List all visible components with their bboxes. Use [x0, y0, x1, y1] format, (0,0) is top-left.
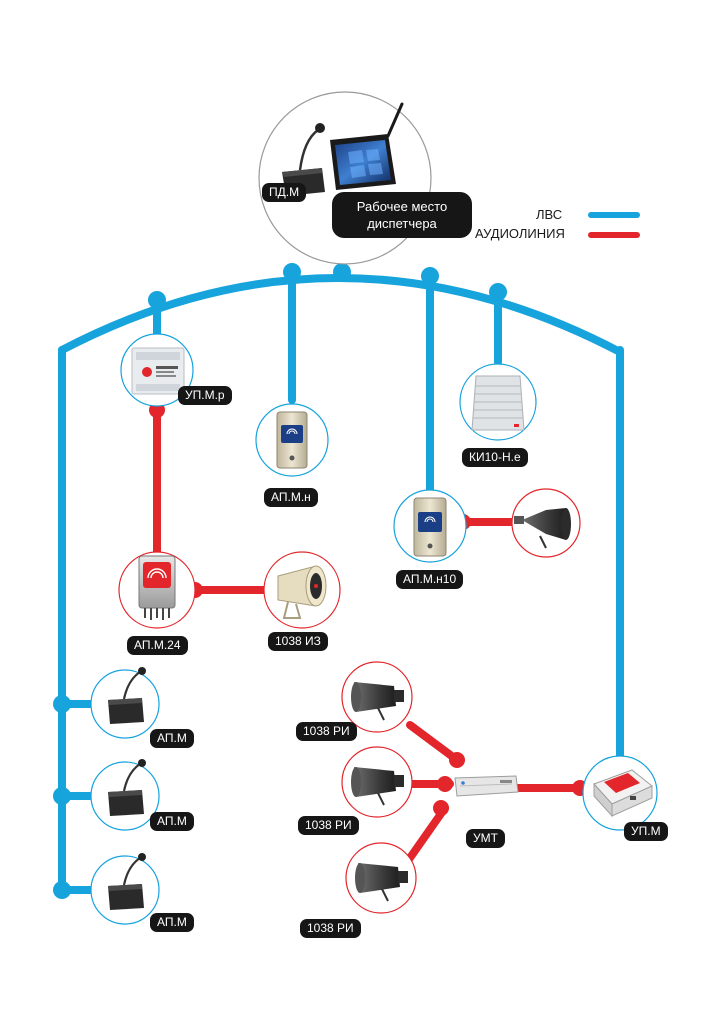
- label-ki10: КИ10-Н.е: [462, 448, 528, 467]
- umt-amplifier-icon: [454, 775, 519, 797]
- ap-m-n10-icon: [413, 497, 447, 557]
- legend-audio-label: АУДИОЛИНИЯ: [475, 226, 565, 241]
- audio-ri3-to-umt: [401, 804, 449, 869]
- label-umt: УМТ: [466, 829, 505, 848]
- audio-node: [449, 752, 465, 768]
- label-pd-m: ПД.М: [262, 183, 307, 202]
- ap-m-n-group: [255, 403, 329, 477]
- ap-m-2-group: [90, 759, 160, 831]
- ap-m-2-console-icon: [108, 759, 146, 816]
- lan-node: [421, 267, 439, 285]
- legend-audio-line: [588, 232, 640, 238]
- lan-node: [283, 263, 301, 281]
- audio-node: [437, 776, 453, 792]
- lan-node: [333, 263, 351, 281]
- label-ap-m-24: АП.М.24: [127, 636, 188, 655]
- horn-speaker-group: [511, 488, 581, 558]
- label-ap-m-n10: АП.М.н10: [396, 570, 464, 589]
- ap-m-3-console-icon: [108, 853, 146, 910]
- i1038-iz-group: [263, 551, 341, 629]
- ri-1-group: [341, 661, 413, 733]
- lan-node: [53, 881, 71, 899]
- legend-lan-label: ЛВС: [536, 207, 563, 222]
- label-up-m-r: УП.М.р: [178, 386, 232, 405]
- up-m-r-group: [120, 333, 194, 407]
- ri-3-horn-icon: [355, 863, 408, 902]
- horn-speaker-icon: [514, 508, 571, 549]
- legend-lan-line: [588, 212, 640, 218]
- label-1038-ri-2: 1038 РИ: [298, 816, 359, 835]
- label-ap-m-1: АП.М: [150, 729, 194, 748]
- ap-m-24-group: [118, 551, 196, 629]
- ap-m-1-group: [90, 667, 160, 739]
- up-m-group: [582, 755, 658, 831]
- lan-node: [489, 283, 507, 301]
- ap-m-n10-group: [393, 489, 467, 563]
- label-ap-m-2: АП.М: [150, 812, 194, 831]
- label-ap-m-n: АП.М.н: [264, 488, 318, 507]
- workstation-line1: Рабочее место: [356, 199, 448, 214]
- ap-m-n-icon: [276, 411, 308, 469]
- audio-nodes: [149, 402, 588, 816]
- ri-3-group: [345, 842, 417, 914]
- workstation-group: [258, 91, 432, 265]
- audio-ri1-to-umt: [406, 721, 461, 764]
- lan-node: [148, 291, 166, 309]
- lan-nodes: [53, 263, 507, 899]
- up-m-r-icon: [131, 347, 185, 395]
- ap-m-3-group: [90, 853, 160, 925]
- up-m-icon: [593, 769, 653, 818]
- label-1038-ri-3: 1038 РИ: [300, 919, 361, 938]
- ri-1-horn-icon: [351, 682, 404, 721]
- ap-m-1-console-icon: [108, 667, 146, 724]
- label-1038-ri-1: 1038 РИ: [296, 722, 357, 741]
- workstation-badge: Рабочее место диспетчера: [332, 192, 472, 238]
- lan-backbone-arc: [58, 274, 624, 359]
- ri-2-group: [341, 746, 413, 818]
- lan-node: [53, 787, 71, 805]
- audio-node: [433, 800, 449, 816]
- tablet-icon: [330, 102, 404, 190]
- workstation-line2: диспетчера: [367, 216, 437, 231]
- label-up-m: УП.М: [624, 822, 668, 841]
- ki10-speaker-icon: [471, 375, 525, 431]
- ri-2-horn-icon: [351, 767, 404, 806]
- ap-m-24-icon: [138, 555, 176, 620]
- label-1038-iz: 1038 ИЗ: [268, 632, 328, 651]
- ki10-group: [459, 363, 537, 441]
- i1038-iz-projector-icon: [277, 565, 327, 619]
- label-ap-m-3: АП.М: [150, 913, 194, 932]
- lan-node: [53, 695, 71, 713]
